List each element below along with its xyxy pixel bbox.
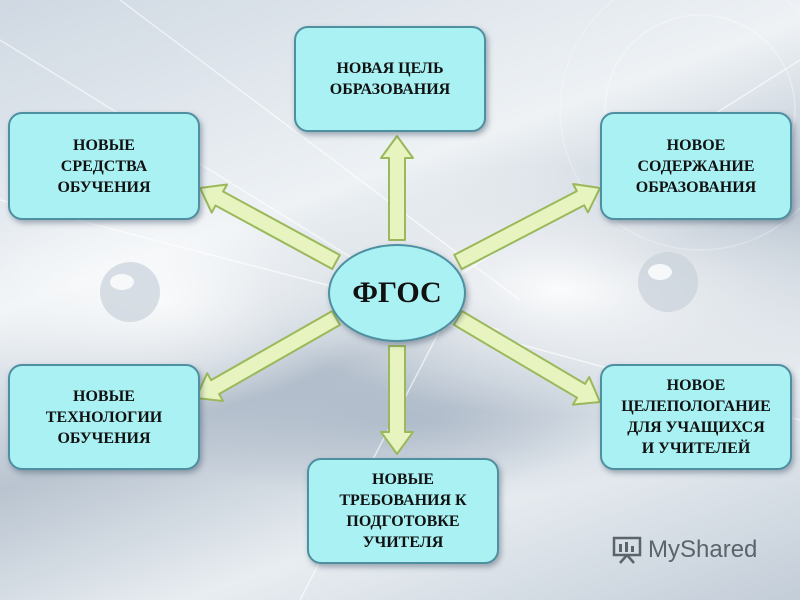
arrow-to-technologies <box>195 310 341 402</box>
node-new-goal: НОВАЯ ЦЕЛЬ ОБРАЗОВАНИЯ <box>294 26 486 132</box>
node-new-content: НОВОЕ СОДЕРЖАНИЕ ОБРАЗОВАНИЯ <box>600 112 792 220</box>
presentation-board-icon <box>612 536 642 564</box>
watermark-logo: MyShared <box>612 536 757 564</box>
arrow-to-requirements <box>380 345 414 455</box>
watermark-text: MyShared <box>648 536 758 563</box>
node-new-goal-setting: НОВОЕ ЦЕЛЕПОЛОГАНИЕ ДЛЯ УЧАЩИХСЯ И УЧИТЕ… <box>600 364 792 470</box>
center-node: ФГОС <box>328 244 466 342</box>
arrow-to-goal <box>380 135 414 241</box>
arrow-to-goal-setting <box>452 310 601 406</box>
arrow-to-tools <box>199 183 341 270</box>
node-new-technologies: НОВЫЕ ТЕХНОЛОГИИ ОБУЧЕНИЯ <box>8 364 200 470</box>
node-new-tools: НОВЫЕ СРЕДСТВА ОБУЧЕНИЯ <box>8 112 200 220</box>
node-new-requirements: НОВЫЕ ТРЕБОВАНИЯ К ПОДГОТОВКЕ УЧИТЕЛЯ <box>307 458 499 564</box>
arrow-to-content <box>453 183 601 271</box>
